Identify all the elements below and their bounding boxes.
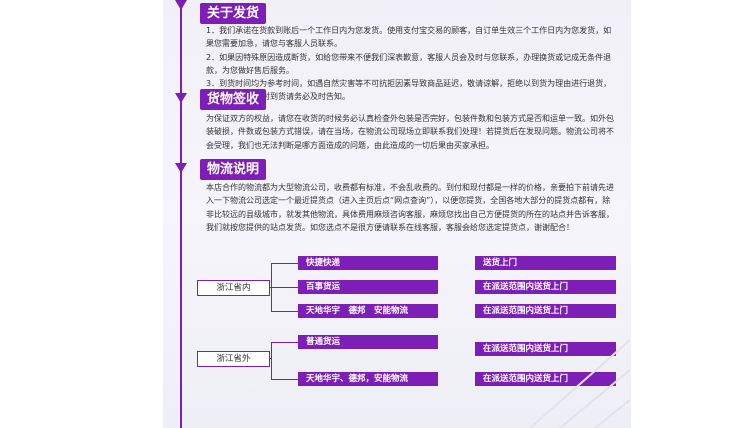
service-bar: 在派送范围内送货上门 [475, 280, 616, 294]
carrier-bar: 普通货运 [298, 335, 438, 349]
region-label: 浙江省外 [197, 351, 270, 367]
connector [271, 379, 298, 380]
section-title-logistics: 物流说明 [200, 159, 267, 180]
carrier-bar: 百事货运 [298, 280, 438, 294]
shipping-paragraph: 1．我们承诺在货款到账后一个工作日内为您发货。使用支付宝交易的顾客，自订单生效三… [206, 26, 612, 49]
section-title-receipt: 货物签收 [200, 89, 267, 110]
timeline-line [180, 0, 182, 428]
arrow-down-icon [175, 93, 187, 103]
carrier-bar: 快捷快递 [298, 256, 438, 270]
service-bar: 送货上门 [475, 256, 616, 270]
connector [271, 263, 298, 264]
section-title-shipping: 关于发货 [200, 3, 267, 24]
receipt-text: 为保证双方的权益，请您在收货的时候务必认真检查外包装是否完好，包装件数和包装方式… [206, 112, 618, 152]
shipping-paragraph: 2．如果因特殊原因造成断货，如给您带来不便我们深表歉意，客服人员会及时与您联系，… [206, 52, 612, 75]
service-bar: 在派送范围内送货上门 [475, 304, 616, 318]
connector [271, 342, 272, 379]
region-label: 浙江省内 [197, 280, 270, 296]
connector [269, 358, 272, 359]
arrow-down-icon [175, 0, 187, 10]
arrow-down-icon [175, 163, 187, 173]
connector [271, 311, 298, 312]
carrier-bar: 天地华宇、德邦，安能物流 [298, 372, 438, 386]
connector [271, 342, 298, 343]
connector [271, 287, 298, 288]
connector [269, 287, 272, 288]
carrier-bar: 天地华宇 德邦 安能物流 [298, 304, 438, 318]
decorative-lines [529, 339, 630, 428]
receipt-paragraph: 为保证双方的权益，请您在收货的时候务必认真检查外包装是否完好，包装件数和包装方式… [206, 114, 614, 150]
shipping-text: 1．我们承诺在货款到账后一个工作日内为您发货。使用支付宝交易的顾客，自订单生效三… [206, 24, 618, 104]
shipping-paragraph: 3．到货时间均为参考时间，如遇自然灾害等不可抗拒因素导致商品延迟，敬请谅解，拒绝… [206, 79, 612, 102]
logistics-text: 本店合作的物流都为大型物流公司，收费都有标准，不会乱收费的。到付和现付都是一样的… [206, 181, 618, 234]
service-bar: 在派送范围内送货上门 [475, 342, 616, 356]
logistics-paragraph: 本店合作的物流都为大型物流公司，收费都有标准，不会乱收费的。到付和现付都是一样的… [206, 183, 614, 232]
